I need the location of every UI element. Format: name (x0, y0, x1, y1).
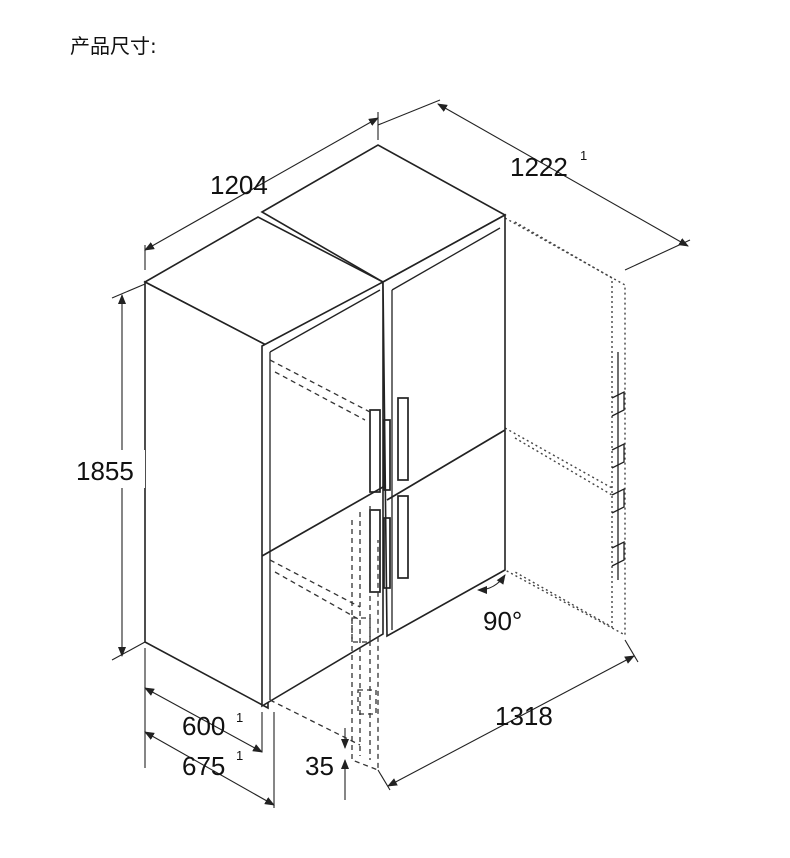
open-width-label: 1318 (495, 701, 553, 731)
height-label: 1855 (76, 456, 134, 486)
left-unit (143, 216, 385, 710)
depth-body-label: 600 (182, 711, 225, 741)
depth-total-note: 1 (580, 148, 587, 163)
depth-total-label: 1222 (510, 152, 568, 182)
gap-label: 35 (305, 751, 334, 781)
page-title: 产品尺寸: (70, 34, 157, 58)
open-door-outline (504, 217, 626, 637)
depth-handle-label: 675 (182, 751, 225, 781)
depth-handle-note: 1 (236, 748, 243, 763)
door-swing-dashed (269, 359, 379, 771)
door-handles (369, 397, 409, 593)
width-label: 1204 (210, 170, 268, 200)
depth-body-note: 1 (236, 710, 243, 725)
door-angle-label: 90° (483, 606, 522, 636)
